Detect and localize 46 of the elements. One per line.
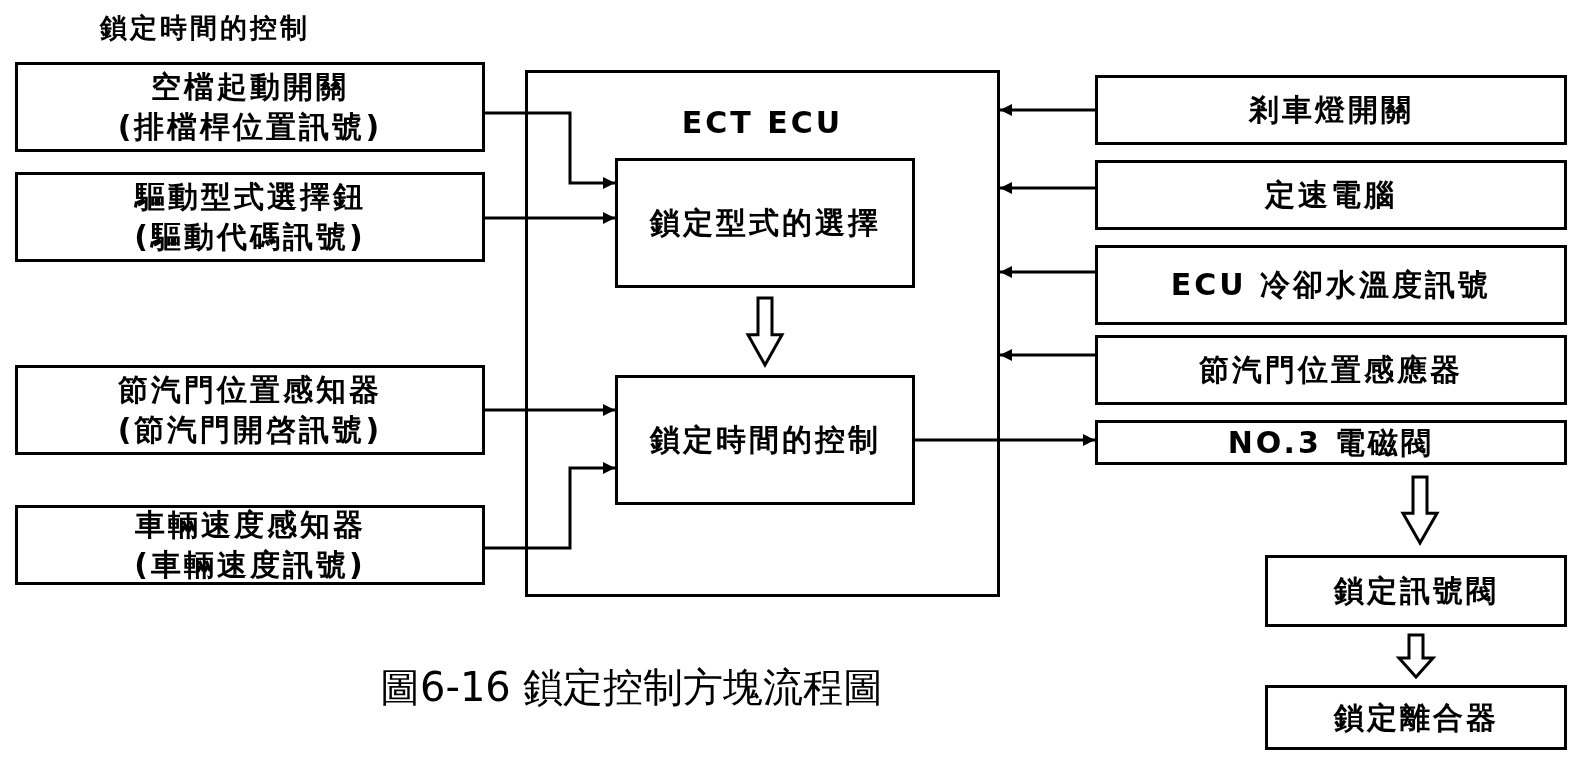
box-label: 車輛速度感知器: [134, 506, 366, 544]
arrow: [1000, 349, 1095, 361]
box-label: 節汽門位置感知器: [118, 371, 382, 409]
box-label: 鎖定訊號閥: [1333, 572, 1499, 610]
block-arrow: [745, 296, 785, 369]
arrow: [485, 111, 615, 189]
block-box: [1265, 555, 1567, 627]
box-label: (節汽門開啓訊號): [117, 411, 383, 449]
box-label: ECT ECU: [681, 104, 844, 142]
box-label: 鎖定離合器: [1333, 698, 1499, 737]
box-label: 空檔起動開關: [151, 68, 349, 106]
box-label: 鎖定時間的控制: [649, 421, 881, 459]
arrow: [485, 212, 615, 224]
box-label: (排檔桿位置訊號): [117, 108, 383, 146]
diagram-title: 鎖定時間的控制: [100, 11, 310, 45]
arrow: [1000, 182, 1095, 194]
box-label: NO.3 電磁閥: [1227, 423, 1435, 462]
block-box: [615, 375, 915, 505]
box-label: 定速電腦: [1265, 176, 1397, 214]
arrow: [915, 434, 1095, 446]
block-box: [1095, 420, 1567, 465]
box-label: 驅動型式選擇鈕: [134, 178, 366, 216]
box-label: 鎖定型式的選擇: [649, 204, 881, 242]
box-label: ECU 冷卻水溫度訊號: [1170, 266, 1492, 304]
box-label: (車輛速度訊號): [134, 546, 366, 584]
block-box: [1095, 245, 1567, 325]
block-box: [1095, 75, 1567, 145]
figure-caption: 圖6-16 鎖定控制方塊流程圖: [380, 663, 884, 712]
block-arrow: [1400, 475, 1440, 546]
box-label: (驅動代碼訊號): [134, 218, 366, 256]
block-arrow: [1395, 633, 1437, 680]
box-label: 剎車燈開關: [1248, 91, 1414, 129]
arrow: [485, 404, 615, 416]
block-box: [615, 158, 915, 288]
arrow: [485, 462, 615, 550]
block-box: [1265, 685, 1567, 750]
box-label: 節汽門位置感應器: [1199, 351, 1463, 389]
block-box: [1095, 335, 1567, 405]
block-box: [15, 172, 485, 262]
block-box: [15, 505, 485, 585]
arrow: [1000, 266, 1095, 278]
block-box: [15, 365, 485, 455]
ecu-box: [525, 70, 1000, 597]
arrow: [1000, 104, 1095, 116]
block-box: [1095, 160, 1567, 230]
block-box: [15, 62, 485, 152]
